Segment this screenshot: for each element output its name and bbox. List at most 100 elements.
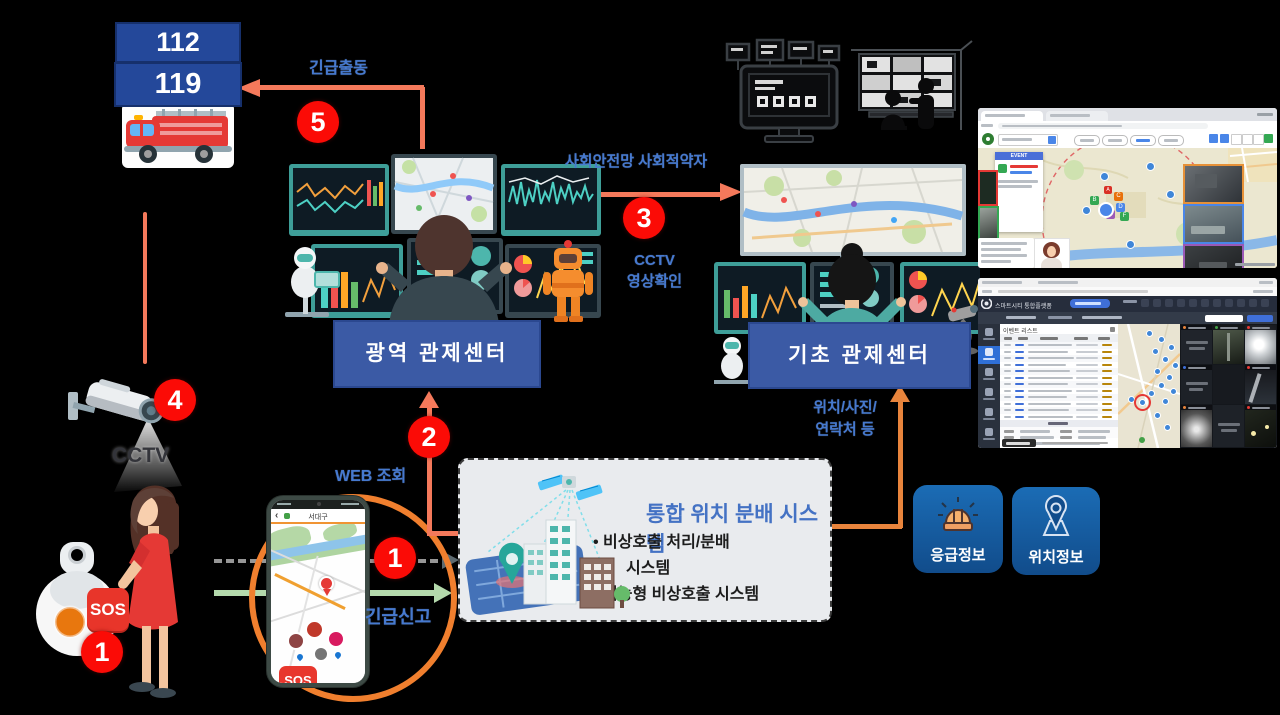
event-rows[interactable] <box>1000 342 1118 420</box>
video-cell[interactable] <box>1181 405 1212 447</box>
step-badge-1-app: 1 <box>374 537 416 579</box>
dispatch-label: 긴급출동 <box>309 60 368 77</box>
search-input[interactable] <box>998 134 1058 146</box>
cctv-video-thumbnail[interactable] <box>1183 204 1244 244</box>
current-location-pin <box>319 576 334 596</box>
search-icon[interactable] <box>1048 136 1056 144</box>
event-list-title: 이벤트 리스트 <box>1003 329 1038 335</box>
phone-screen: ‹ 서대구 <box>271 500 365 683</box>
emergency-number-119: 119 <box>114 62 242 107</box>
video-cell[interactable] <box>1181 365 1212 404</box>
fire-truck-card <box>122 103 234 168</box>
platform-logo-text: 스마트시티 통합플랫폼 <box>995 304 1052 310</box>
gear-icon <box>1189 299 1197 307</box>
sidebar-item[interactable] <box>978 426 1000 444</box>
arrow-to-basic-horiz <box>827 524 902 529</box>
location-info-label: 위치정보 <box>1028 549 1084 566</box>
alert-icon <box>1225 299 1233 307</box>
table-header-row <box>1000 334 1118 342</box>
browser-tab[interactable] <box>1046 111 1108 121</box>
sos-device-label: SOS <box>87 588 129 631</box>
chart-icon <box>1237 299 1245 307</box>
search-input[interactable] <box>1205 315 1243 322</box>
navbar-icons[interactable] <box>1123 299 1273 309</box>
video-wall <box>1180 324 1277 448</box>
phone-map[interactable]: SOS <box>271 524 365 683</box>
cctv-to-dispatch-line <box>143 212 147 364</box>
smartphone: ‹ 서대구 <box>267 496 369 687</box>
sidebar-item[interactable] <box>978 406 1000 424</box>
sidebar-item-active[interactable] <box>978 346 1000 364</box>
search-button[interactable] <box>1247 315 1273 322</box>
emergency-info-card: 응급정보 <box>913 485 1003 573</box>
arrow-dispatch-line <box>260 85 424 90</box>
platform-navbar: 스마트시티 통합플랫폼 <box>978 296 1277 312</box>
video-icon <box>1177 299 1185 307</box>
location-distribution-system-box: 통합 위치 분배 시스템 • 비상호출 처리/분배 시스템 • 지능형 비상호출… <box>458 458 832 622</box>
emergency-number-112: 112 <box>115 22 241 63</box>
arrow-to-basic-head <box>890 385 910 402</box>
display-icon <box>1201 299 1209 307</box>
layers-icon <box>1249 299 1257 307</box>
browser-tab-bar <box>978 108 1277 121</box>
mode-select-button[interactable] <box>1070 299 1110 308</box>
video-cell[interactable] <box>1213 405 1244 447</box>
filter-chip[interactable] <box>1158 135 1184 146</box>
cctv-check-label: CCTV 영상확인 <box>607 250 702 292</box>
sidebar-item[interactable] <box>978 326 1000 344</box>
step-badge-5: 5 <box>297 101 339 143</box>
browser-tab[interactable] <box>981 111 1043 121</box>
cctv-thumbnail[interactable] <box>978 206 999 240</box>
video-cell[interactable] <box>1245 405 1276 447</box>
video-cell[interactable] <box>1245 365 1276 404</box>
platform-map[interactable] <box>1118 324 1180 448</box>
cctv-thumbnail[interactable] <box>978 170 998 206</box>
location-info-card: 위치정보 <box>1012 487 1100 575</box>
arrow-step2-horiz <box>427 531 459 536</box>
event-type-icon <box>998 164 1007 173</box>
cctv-video-thumbnail[interactable] <box>1183 244 1244 268</box>
system-title: 통합 위치 분배 시스템 <box>646 503 819 556</box>
video-cell[interactable] <box>1245 325 1276 364</box>
arrow-step2-head <box>419 391 439 408</box>
step-badge-1-device: 1 <box>81 631 123 673</box>
detail-section-header <box>1000 420 1118 427</box>
satellite-city-illustration <box>465 474 630 615</box>
step-badge-2: 2 <box>408 416 450 458</box>
wide-control-center-box: 광역 관제센터 <box>333 320 541 388</box>
sidebar-item[interactable] <box>978 386 1000 404</box>
platform-body: 이벤트 리스트 <box>978 324 1277 448</box>
cctv-video-thumbnail[interactable] <box>1183 164 1244 204</box>
phone-sos-button[interactable]: SOS <box>279 666 317 683</box>
arrow-step3-head <box>720 183 742 201</box>
system-bullet-1: • 비상호출 처리/분배 <box>593 534 730 551</box>
platform-subbar <box>978 312 1277 324</box>
detail-info-panel <box>978 238 1034 268</box>
monitor-icon <box>1165 299 1173 307</box>
video-cell[interactable] <box>1213 325 1244 364</box>
filter-chip[interactable] <box>1102 135 1128 146</box>
video-cell[interactable] <box>1213 365 1244 404</box>
system-bullet-1-cont: 시스템 <box>626 560 671 577</box>
logout-icon <box>1261 299 1269 307</box>
filter-chip[interactable] <box>1130 135 1156 146</box>
sidebar-item[interactable] <box>978 366 1000 384</box>
arrow-dispatch-head <box>238 79 260 97</box>
app-logo-icon <box>284 513 290 519</box>
action-button[interactable] <box>1002 439 1036 447</box>
filter-chip[interactable] <box>1074 135 1100 146</box>
back-icon[interactable]: ‹ <box>275 510 279 521</box>
event-list-panel: 이벤트 리스트 <box>1000 324 1119 448</box>
report-label: 긴급신고 <box>365 607 432 627</box>
poi-marker <box>287 632 305 650</box>
phone-app-header: ‹ 서대구 <box>271 509 365 524</box>
fire-truck-icon <box>124 109 232 163</box>
event-marker-cluster: A B C D F <box>1090 186 1134 221</box>
chat-icon <box>1153 299 1161 307</box>
arrow-to-basic-vert <box>898 400 903 528</box>
video-cell[interactable] <box>1181 325 1212 364</box>
map-viewport[interactable]: A B C D F EVENT <box>978 148 1277 268</box>
screenshot-smart-city-platform: 스마트시티 통합플랫폼 <box>978 278 1277 448</box>
map-tool-buttons[interactable] <box>1209 134 1273 145</box>
browser-tab-bar <box>978 278 1277 287</box>
